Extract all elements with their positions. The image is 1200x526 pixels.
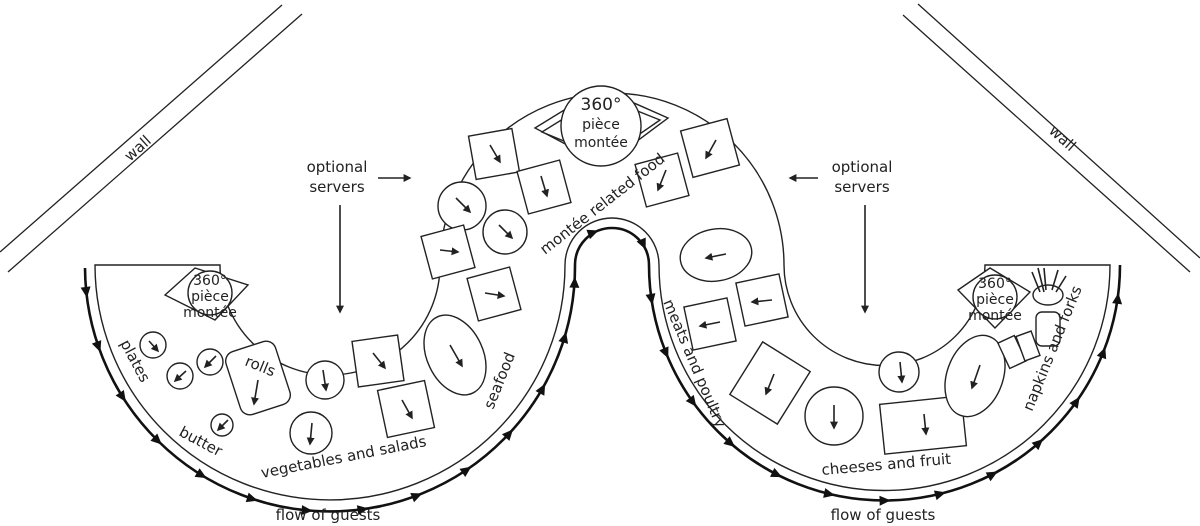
meat-platter bbox=[735, 273, 789, 327]
station-labels: plates butter rolls vegetables and salad… bbox=[116, 150, 1085, 524]
servers-right-line1: optional bbox=[832, 158, 893, 176]
montee-food-bowl bbox=[437, 181, 487, 231]
cheese-platter bbox=[878, 395, 968, 455]
seafood-platter bbox=[423, 314, 487, 396]
plate-stack bbox=[166, 362, 194, 390]
vegetable-platter bbox=[351, 334, 405, 388]
montee-food-platter bbox=[466, 266, 522, 322]
pm-right-line1: 360° bbox=[978, 276, 1012, 292]
flow-arrowhead-icon bbox=[933, 490, 946, 501]
cheese-board bbox=[804, 386, 864, 446]
rolls-basket bbox=[224, 340, 292, 416]
pm-left-line1: 360° bbox=[193, 273, 227, 289]
right-wall: wall bbox=[902, 3, 1200, 273]
fruit-bowl bbox=[878, 351, 920, 393]
serving-dishes bbox=[139, 117, 1067, 455]
pm-left-line2: pièce bbox=[191, 289, 229, 305]
left-wall-label: wall bbox=[121, 132, 155, 165]
flow-arrowhead-icon bbox=[569, 276, 580, 288]
fruit-platter bbox=[944, 334, 1006, 418]
flow-arrowhead-icon bbox=[194, 468, 207, 479]
montee-food-platter bbox=[679, 117, 741, 179]
flow-arrowhead-icon bbox=[1112, 292, 1123, 305]
flow-arrowhead-icon bbox=[645, 293, 656, 305]
vegetable-platter bbox=[376, 379, 436, 439]
montee-food-platter bbox=[634, 152, 690, 208]
servers-left-line2: servers bbox=[309, 178, 364, 196]
left-wall: wall bbox=[0, 4, 303, 273]
pm-center-line2: pièce bbox=[582, 117, 620, 133]
meat-platter bbox=[679, 227, 753, 283]
napkins-and-forks-station bbox=[996, 267, 1067, 370]
flow-arrowhead-icon bbox=[301, 505, 313, 516]
guest-flow-arrowheads bbox=[80, 229, 1123, 516]
flow-arrowhead-icon bbox=[535, 383, 546, 396]
flow-arrowhead-icon bbox=[558, 331, 569, 344]
flow-arrowhead-icon bbox=[1096, 347, 1107, 360]
flow-arrowhead-icon bbox=[636, 237, 646, 250]
flow-arrowhead-icon bbox=[685, 394, 697, 407]
montee-food-bowl bbox=[482, 209, 528, 255]
flow-arrowhead-icon bbox=[150, 433, 162, 445]
label-flow-of-guests-left: flow of guests bbox=[276, 506, 381, 524]
montee-food-platter bbox=[516, 159, 572, 215]
flow-arrowhead-icon bbox=[80, 286, 91, 298]
pm-center-line3: montée bbox=[574, 135, 628, 151]
right-wall-label: wall bbox=[1045, 122, 1079, 155]
flow-arrowhead-icon bbox=[459, 466, 472, 478]
flow-arrowhead-icon bbox=[985, 471, 998, 482]
pm-right-line2: pièce bbox=[976, 292, 1014, 308]
salad-bowl bbox=[305, 360, 345, 400]
flow-arrowhead-icon bbox=[1069, 396, 1080, 409]
flow-arrowhead-icon bbox=[115, 389, 126, 402]
montee-food-platter bbox=[420, 224, 476, 280]
piece-montee-right: 360° pièce montée bbox=[956, 267, 1032, 330]
flow-arrowhead-icon bbox=[823, 488, 835, 498]
carving-board bbox=[728, 340, 812, 426]
salad-bowl bbox=[289, 411, 333, 455]
pm-center-line1: 360° bbox=[581, 95, 622, 115]
optional-servers-left: optional servers bbox=[307, 158, 412, 314]
meat-platter bbox=[683, 297, 737, 351]
flow-arrowhead-icon bbox=[770, 467, 783, 478]
flow-arrowhead-icon bbox=[879, 495, 891, 506]
butter-dish bbox=[210, 413, 234, 437]
flow-arrowhead-icon bbox=[1031, 439, 1044, 451]
pm-left-line3: montée bbox=[183, 305, 237, 321]
servers-left-line1: optional bbox=[307, 158, 368, 176]
label-flow-of-guests-right: flow of guests bbox=[831, 506, 936, 524]
flow-arrowhead-icon bbox=[501, 429, 513, 441]
piece-montee-center: 360° pièce montée bbox=[533, 85, 670, 167]
plate-stack bbox=[196, 348, 224, 376]
piece-montee-left: 360° pièce montée bbox=[163, 267, 250, 321]
flow-arrowhead-icon bbox=[723, 436, 736, 448]
flow-arrowhead-icon bbox=[659, 346, 669, 359]
flow-arrowhead-icon bbox=[356, 505, 369, 516]
optional-servers-right: optional servers bbox=[788, 158, 893, 314]
montee-food-platter bbox=[467, 127, 521, 181]
flow-arrowhead-icon bbox=[586, 229, 599, 240]
servers-right-line2: servers bbox=[834, 178, 889, 196]
flow-arrowhead-icon bbox=[245, 492, 258, 503]
flow-arrowhead-icon bbox=[410, 492, 423, 503]
plate-stack bbox=[139, 331, 167, 359]
flow-arrowhead-icon bbox=[91, 340, 102, 353]
pm-right-line3: montée bbox=[968, 308, 1022, 324]
